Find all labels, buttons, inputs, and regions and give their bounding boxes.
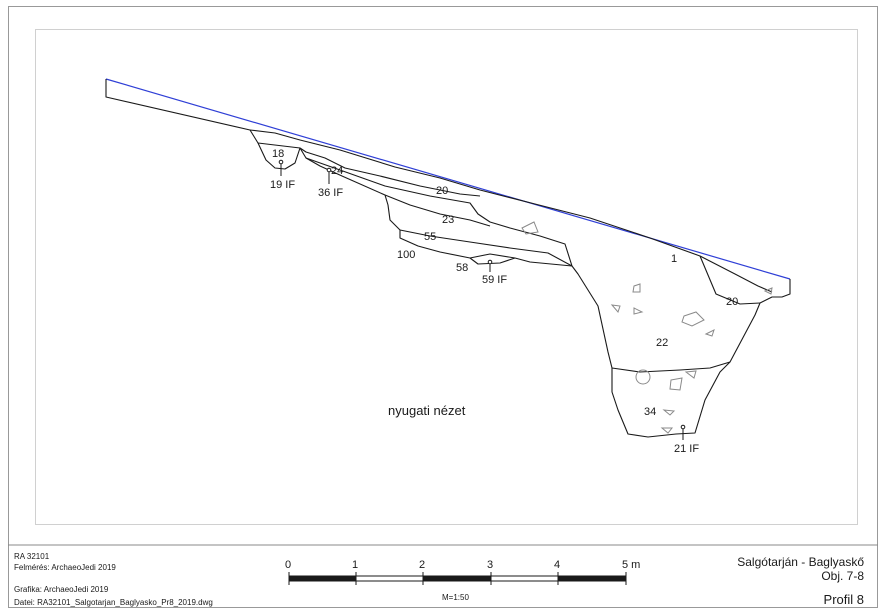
find-marker <box>326 167 332 173</box>
profile-section <box>105 78 791 438</box>
layer-label: 18 <box>272 148 284 160</box>
site-name: Salgótarján - Baglyaskő <box>737 555 864 569</box>
object-number: Obj. 7-8 <box>821 569 864 583</box>
layer-55-boundary <box>399 229 573 267</box>
find-label: 21 IF <box>674 443 699 455</box>
scale-tick-label: 3 <box>487 559 493 571</box>
stone <box>610 304 621 313</box>
layer-20-right-boundary <box>699 255 761 305</box>
layer-labels: 1 18 20 20 22 23 24 34 55 58 100 <box>272 148 738 418</box>
layer-label: 34 <box>644 406 656 418</box>
scale-tick-label: 5 m <box>622 559 640 571</box>
find-labels: 19 IF 36 IF 59 IF 21 IF <box>270 179 699 455</box>
info-left: RA 32101 Felmérés: ArchaeoJedi 2019 Graf… <box>14 552 213 607</box>
layer-label: 24 <box>331 165 343 177</box>
stone <box>704 329 715 337</box>
file-name: Datei: RA32101_Salgotarjan_Baglyasko_Pr8… <box>14 598 213 607</box>
scale-tick-label: 0 <box>285 559 291 571</box>
scale-ratio: M=1:50 <box>442 593 469 602</box>
view-label: nyugati nézet <box>388 403 466 418</box>
layer-label: 20 <box>726 296 738 308</box>
stone <box>635 369 651 385</box>
stone <box>684 370 697 379</box>
profile-number: Profil 8 <box>824 592 864 607</box>
layer-22-boundary <box>611 361 731 373</box>
scale-tick-label: 1 <box>352 559 358 571</box>
stones <box>521 221 773 434</box>
stone <box>669 377 683 391</box>
drawing-frame <box>35 29 858 525</box>
layer-label: 1 <box>671 253 677 265</box>
find-marker <box>487 259 493 265</box>
survey-credit: Felmérés: ArchaeoJedi 2019 <box>14 563 116 572</box>
scale-bar: 0 1 2 3 4 5 m M=1:50 <box>285 559 640 602</box>
layer-label: 20 <box>436 185 448 197</box>
find-label: 19 IF <box>270 179 295 191</box>
scale-tick-label: 4 <box>554 559 560 571</box>
find-marker <box>278 159 284 165</box>
project-number: RA 32101 <box>14 552 50 561</box>
graphics-credit: Grafika: ArchaeoJedi 2019 <box>14 585 109 594</box>
find-label: 59 IF <box>482 274 507 286</box>
layer-1-boundary <box>249 129 773 293</box>
stone <box>681 311 705 327</box>
layer-24-boundary <box>299 147 481 197</box>
stone <box>521 221 539 235</box>
layer-label: 100 <box>397 249 415 261</box>
profile-outline <box>105 79 791 438</box>
layer-label: 22 <box>656 337 668 349</box>
info-right: Salgótarján - Baglyaskő Obj. 7-8 Profil … <box>737 555 864 607</box>
layer-58-boundary <box>469 253 516 259</box>
layer-23-boundary <box>384 194 491 227</box>
stone <box>633 307 644 315</box>
find-markers <box>278 159 686 440</box>
layer-label: 23 <box>442 214 454 226</box>
surface-line <box>105 78 791 280</box>
find-marker <box>680 424 686 430</box>
layer-label: 58 <box>456 262 468 274</box>
layer-18-boundary <box>257 142 301 149</box>
stone <box>662 409 676 416</box>
stone <box>660 427 674 434</box>
scale-tick-label: 2 <box>419 559 425 571</box>
stone <box>632 283 641 293</box>
outer-frame <box>8 6 878 608</box>
layer-20-boundary <box>305 157 573 267</box>
find-label: 36 IF <box>318 187 343 199</box>
stone <box>763 287 773 295</box>
layer-label: 55 <box>424 231 436 243</box>
